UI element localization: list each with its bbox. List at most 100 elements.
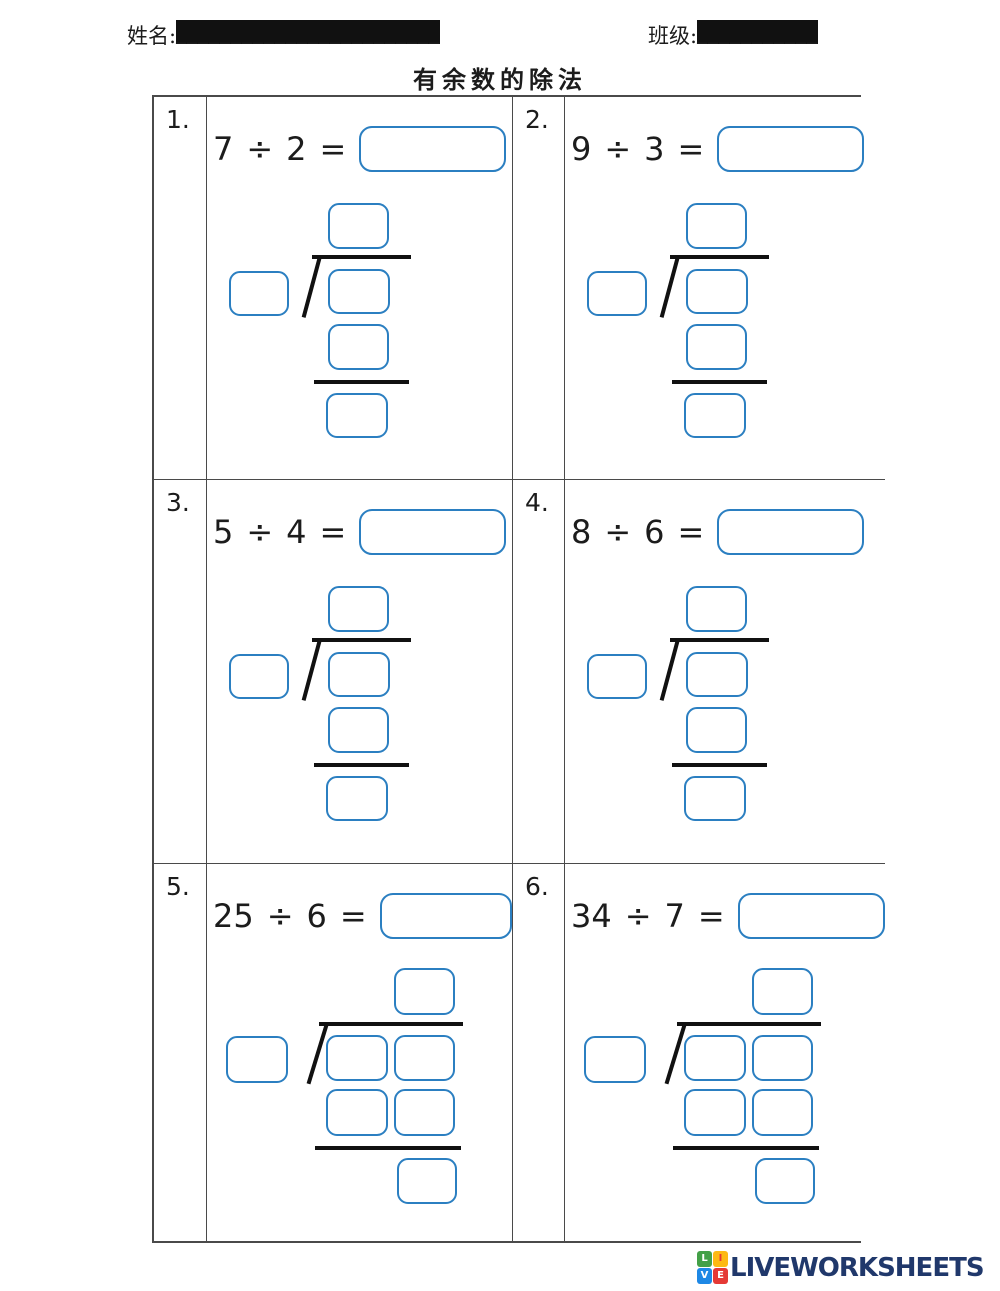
equals-sign: = (339, 896, 367, 935)
dividend-value: 8 (571, 512, 592, 551)
division-bracket-slash (301, 256, 322, 318)
dividend-input[interactable] (686, 269, 748, 314)
logo-tile-l: L (697, 1251, 712, 1267)
problem-5-equation: 25 ÷ 6 = (213, 892, 512, 939)
class-label: 班级: (648, 24, 698, 48)
quotient-input[interactable] (752, 968, 813, 1015)
quotient-input[interactable] (686, 586, 747, 632)
quotient-input[interactable] (328, 203, 389, 249)
divide-sign: ÷ (624, 896, 652, 935)
subtraction-line (673, 1146, 819, 1150)
answer-input[interactable] (379, 892, 512, 939)
division-bracket-line (312, 638, 411, 642)
divisor-value: 6 (644, 512, 665, 551)
product-input[interactable] (686, 707, 747, 753)
divisor-input[interactable] (584, 1036, 646, 1083)
product-tens-input[interactable] (684, 1089, 746, 1136)
long-division-diagram (207, 480, 512, 863)
divisor-value: 3 (644, 129, 665, 168)
dividend-input[interactable] (686, 652, 748, 697)
name-label: 姓名: (127, 24, 177, 48)
class-blank-line: ___________ (697, 20, 819, 44)
subtraction-line (315, 1146, 461, 1150)
divisor-value: 2 (286, 129, 307, 168)
subtraction-line (672, 763, 767, 767)
problem-1-number: 1. (154, 97, 207, 480)
name-blank-line: ________________________ (176, 20, 441, 44)
divisor-value: 6 (306, 896, 327, 935)
problem-3-area: 5 ÷ 4 = (207, 480, 513, 864)
product-tens-input[interactable] (326, 1089, 388, 1136)
equals-sign: = (319, 512, 347, 551)
answer-input[interactable] (737, 892, 885, 939)
logo-tile-v: V (697, 1268, 712, 1284)
division-bracket-slash (301, 639, 322, 701)
product-ones-input[interactable] (752, 1089, 813, 1136)
dividend-value: 5 (213, 512, 234, 551)
remainder-input[interactable] (397, 1158, 457, 1204)
division-bracket-line (677, 1022, 821, 1026)
product-input[interactable] (328, 707, 389, 753)
product-input[interactable] (328, 324, 389, 370)
problem-4-number: 4. (513, 480, 565, 864)
divide-sign: ÷ (604, 129, 632, 168)
dividend-input[interactable] (328, 269, 390, 314)
divisor-input[interactable] (587, 271, 647, 316)
divisor-input[interactable] (229, 271, 289, 316)
dividend-ones-input[interactable] (394, 1035, 455, 1081)
divisor-input[interactable] (587, 654, 647, 699)
name-field: 姓名: ________________________ (127, 20, 441, 50)
divisor-input[interactable] (226, 1036, 288, 1083)
dividend-ones-input[interactable] (752, 1035, 813, 1081)
divisor-input[interactable] (229, 654, 289, 699)
dividend-value: 9 (571, 129, 592, 168)
equals-sign: = (319, 129, 347, 168)
divide-sign: ÷ (246, 512, 274, 551)
quotient-input[interactable] (686, 203, 747, 249)
equals-sign: = (677, 129, 705, 168)
product-input[interactable] (686, 324, 747, 370)
division-bracket-line (319, 1022, 463, 1026)
liveworksheets-logo[interactable]: L I V E LIVEWORKSHEETS (697, 1251, 985, 1284)
problem-3-number: 3. (154, 480, 207, 864)
remainder-input[interactable] (326, 393, 388, 438)
liveworksheets-logo-text: LIVEWORKSHEETS (730, 1252, 985, 1283)
worksheet-table: 1. 7 ÷ 2 = 2. 9 ÷ 3 = (152, 95, 885, 1243)
answer-input[interactable] (359, 125, 507, 172)
answer-input[interactable] (717, 125, 865, 172)
quotient-input[interactable] (394, 968, 455, 1015)
problem-6-number: 6. (513, 864, 565, 1241)
divide-sign: ÷ (266, 896, 294, 935)
long-division-diagram (207, 864, 512, 1241)
problem-1-area: 7 ÷ 2 = (207, 97, 513, 480)
dividend-input[interactable] (328, 652, 390, 697)
subtraction-line (314, 763, 409, 767)
problem-4-equation: 8 ÷ 6 = (571, 508, 885, 555)
long-division-diagram (207, 97, 512, 479)
dividend-tens-input[interactable] (326, 1035, 388, 1081)
problem-2-number: 2. (513, 97, 565, 480)
answer-input[interactable] (359, 508, 507, 555)
long-division-diagram (565, 480, 885, 863)
answer-input[interactable] (717, 508, 865, 555)
remainder-input[interactable] (755, 1158, 815, 1204)
problem-1-equation: 7 ÷ 2 = (213, 125, 512, 172)
division-bracket-line (670, 638, 769, 642)
dividend-tens-input[interactable] (684, 1035, 746, 1081)
remainder-input[interactable] (684, 393, 746, 438)
quotient-input[interactable] (328, 586, 389, 632)
subtraction-line (672, 380, 767, 384)
problem-5-area: 25 ÷ 6 = (207, 864, 513, 1241)
product-ones-input[interactable] (394, 1089, 455, 1136)
dividend-value: 7 (213, 129, 234, 168)
division-bracket-line (670, 255, 769, 259)
problem-6-equation: 34 ÷ 7 = (571, 892, 885, 939)
logo-tile-e: E (713, 1268, 728, 1284)
remainder-input[interactable] (326, 776, 388, 821)
divide-sign: ÷ (246, 129, 274, 168)
division-bracket-line (312, 255, 411, 259)
equals-sign: = (697, 896, 725, 935)
subtraction-line (314, 380, 409, 384)
page-title: 有余数的除法 (413, 65, 587, 94)
remainder-input[interactable] (684, 776, 746, 821)
